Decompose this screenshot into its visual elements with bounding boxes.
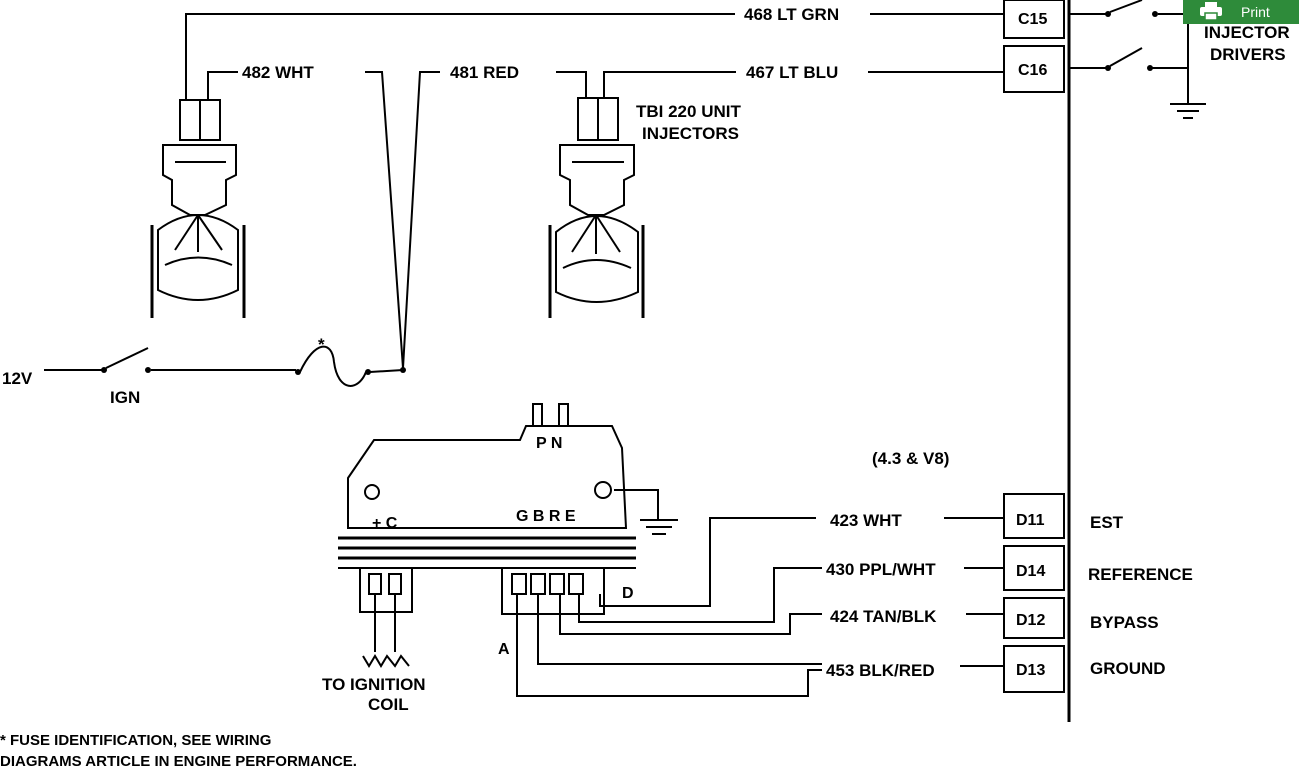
connector-d13: D13 (1003, 645, 1065, 693)
wire-424 (559, 594, 822, 635)
pin-a-label: A (498, 641, 510, 658)
footnote-line-1: * FUSE IDENTIFICATION, SEE WIRING (0, 732, 271, 749)
wire-481 (402, 71, 440, 369)
connector-d11-label: D11 (1016, 512, 1045, 529)
est-label: EST (1090, 513, 1124, 532)
connector-d13-label: D13 (1016, 662, 1045, 679)
pin-d-label: D (622, 585, 634, 602)
supply-12v-label: 12V (2, 369, 33, 388)
injector-drivers-label-2: DRIVERS (1210, 45, 1286, 64)
coil-label-2: COIL (368, 695, 409, 714)
wire-423 (599, 517, 816, 607)
print-button[interactable]: Print (1183, 0, 1299, 24)
coil-wires (362, 594, 410, 668)
engine-option-label: (4.3 & V8) (872, 449, 949, 468)
wire-453-b (537, 594, 822, 665)
wire-481-label: 481 RED (450, 63, 519, 82)
connector-c16-label: C16 (1018, 62, 1047, 79)
fuse-symbol (295, 345, 406, 387)
wire-453-label: 453 BLK/RED (826, 661, 935, 680)
connector-d11: D11 (1003, 493, 1065, 539)
wire-482-label: 482 WHT (242, 63, 314, 82)
printer-icon (1200, 2, 1222, 20)
module-pn-label: P N (536, 435, 562, 452)
right-injector (548, 97, 645, 318)
module-plus-c-label: + C (372, 515, 398, 532)
wire-423-label: 423 WHT (830, 511, 902, 530)
injector-drivers-label: INJECTOR (1204, 23, 1290, 42)
reference-label: REFERENCE (1088, 565, 1193, 584)
fuse-mark: * (318, 335, 325, 354)
coil-label: TO IGNITION (322, 675, 426, 694)
injector-driver-switches (1069, 0, 1206, 119)
connector-d12: D12 (1003, 597, 1065, 639)
bypass-label: BYPASS (1090, 613, 1159, 632)
connector-c16: C16 (1003, 45, 1065, 93)
wire-430 (578, 567, 822, 623)
connector-d14-label: D14 (1016, 563, 1045, 580)
ground-label: GROUND (1090, 659, 1166, 678)
tbi-label-2: INJECTORS (642, 124, 739, 143)
wire-424-label: 424 TAN/BLK (830, 607, 937, 626)
connector-c15: C15 (1003, 0, 1065, 39)
ign-label: IGN (110, 388, 140, 407)
connector-c15-label: C15 (1018, 11, 1047, 28)
footnote-line-2: DIAGRAMS ARTICLE IN ENGINE PERFORMANCE. (0, 753, 357, 768)
wire-467 (603, 71, 736, 100)
module-gbre-label: G B R E (516, 508, 576, 525)
wire-468 (185, 13, 735, 102)
wire-453 (516, 594, 822, 697)
wire-467-label: 467 LT BLU (746, 63, 838, 82)
tbi-label: TBI 220 UNIT (636, 102, 741, 121)
wire-482 (207, 71, 238, 102)
print-button-label: Print (1241, 4, 1270, 20)
wire-468-label: 468 LT GRN (744, 5, 839, 24)
connector-d12-label: D12 (1016, 612, 1045, 629)
wire-430-label: 430 PPL/WHT (826, 560, 936, 579)
left-injector (150, 99, 246, 318)
ignition-switch (44, 347, 296, 373)
ignition-module (338, 403, 678, 615)
connector-d14: D14 (1003, 545, 1065, 591)
